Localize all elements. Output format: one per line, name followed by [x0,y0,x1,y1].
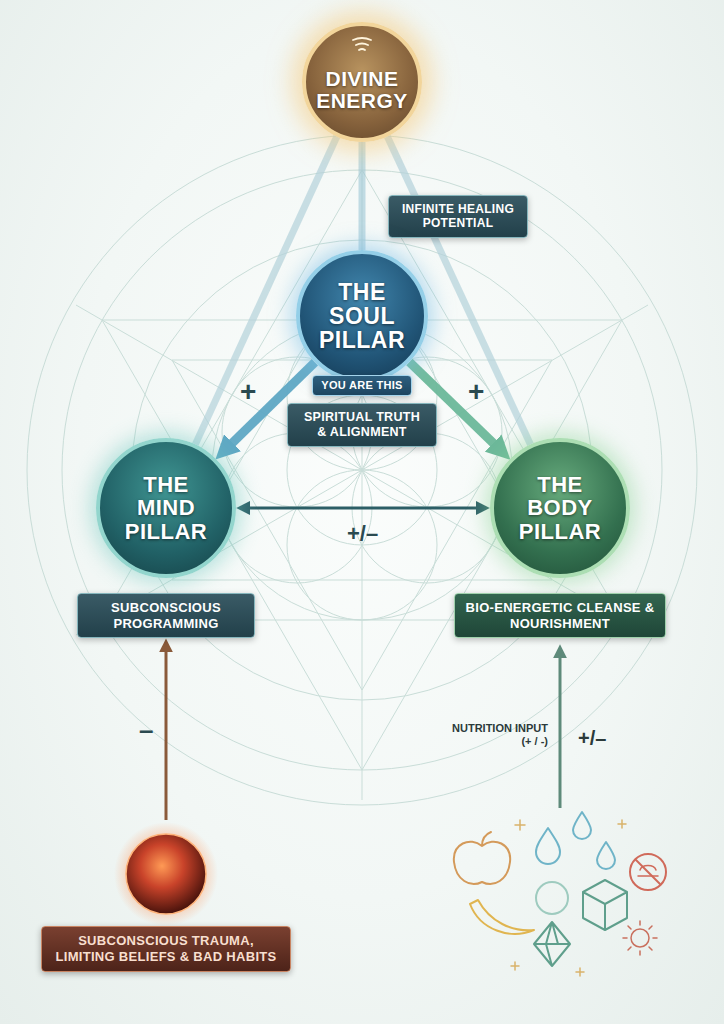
node-text: DIVINE ENERGY [315,68,409,112]
pillar-circle: THE BODY PILLAR [490,438,630,578]
node-text: SPIRITUAL TRUTH & ALIGNMENT [298,410,426,440]
edge-label: + [240,376,256,408]
callout-box: SUBCONSCIOUS PROGRAMMING [77,593,255,638]
text-stack: THE SOUL PILLAR [311,280,414,352]
pillar-circle: THE SOUL PILLAR [296,250,428,382]
water-drop [573,812,591,839]
energy-wave [353,38,371,50]
trauma-orb [106,820,226,926]
node-text: YOU ARE THIS [321,379,403,392]
trauma-group: SUBCONSCIOUS TRAUMA, LIMITING BELIEFS & … [41,820,291,972]
callout-box: BIO-ENERGETIC CLEANSE & NOURISHMENT [454,593,666,638]
sacred-geometry [27,135,697,805]
octahedron-icon [534,922,570,966]
nutrition-illustration [454,812,666,976]
edge-label: + [468,376,484,408]
water-drop [597,842,615,869]
pillar-circle: THE MIND PILLAR [96,438,236,578]
node-text: BIO-ENERGETIC CLEANSE & NOURISHMENT [465,600,655,631]
orb-glow [114,822,218,926]
water-drop [536,828,560,864]
connector [359,142,366,250]
node-text: THE MIND PILLAR [112,473,221,542]
node-text: SUBCONSCIOUS PROGRAMMING [88,600,244,631]
node-text: SUBCONSCIOUS TRAUMA, LIMITING BELIEFS & … [41,926,291,972]
edge-label: +/– [347,521,378,547]
text-stack: THE BODY PILLAR [506,473,615,542]
connector [165,648,168,820]
banana-icon [470,900,534,934]
orb-core [126,834,206,914]
sparkle-icons [511,820,626,976]
callout-box: INFINITE HEALING POTENTIAL [388,195,528,238]
orb-icon [536,882,568,914]
sign-label: +/– [578,726,606,750]
input-note: NUTRITION INPUT (+ / -) [444,722,548,748]
no-junk-food-icon [630,854,666,890]
text-stack: DIVINE ENERGY [315,68,409,112]
energy-icon [347,36,377,54]
tag-box: YOU ARE THIS [312,375,412,396]
energy-circle: DIVINE ENERGY [302,22,422,142]
node-text: INFINITE HEALING POTENTIAL [399,202,517,231]
node-text: THE SOUL PILLAR [311,280,414,352]
callout-box: SPIRITUAL TRUTH & ALIGNMENT [287,403,437,447]
node-text: THE BODY PILLAR [506,473,615,542]
virus-icon [623,921,657,955]
nutrition-arrow [559,654,562,808]
cube-icon [583,880,627,930]
text-stack: THE MIND PILLAR [112,473,221,542]
apple-icon [454,832,510,884]
connector [246,507,480,510]
edge-label: – [139,715,153,746]
